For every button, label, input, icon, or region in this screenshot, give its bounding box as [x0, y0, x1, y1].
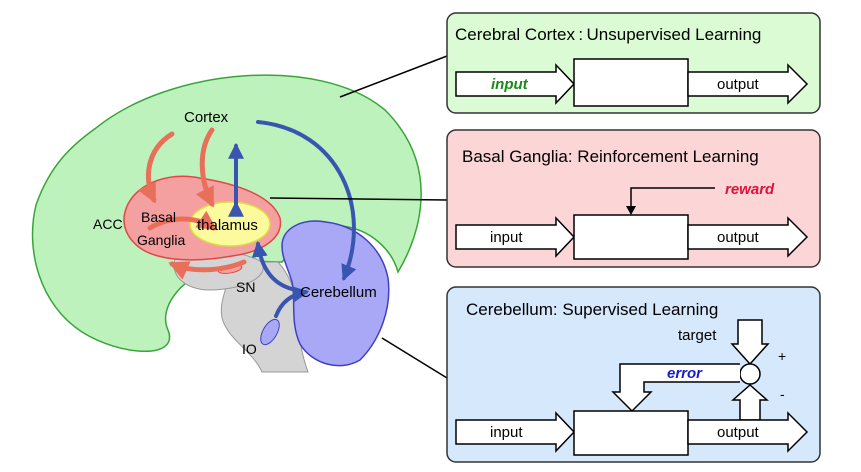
reward-signal-line	[630, 187, 715, 208]
cerebellum-panel-title: Cerebellum: Supervised Learning	[466, 300, 718, 319]
target-arrow	[730, 319, 770, 366]
basal-ganglia-input-label: input	[490, 229, 523, 246]
cortex-to-thalamus-red-arrow	[195, 127, 215, 208]
panel-connector-lines	[269, 55, 448, 379]
io-to-cerebellum-arrow	[274, 286, 310, 318]
cortex-label: Cortex	[184, 109, 229, 126]
reward-arrowhead	[626, 206, 636, 215]
reward-label: reward	[725, 181, 775, 198]
cerebellum-input-arrow	[455, 411, 576, 453]
cerebellum-learner-box	[573, 410, 689, 456]
cortex-panel-title: Cerebral Cortex : Unsupervised Learning	[455, 25, 761, 44]
cerebellum-output-label: output	[717, 424, 760, 441]
minus-label: -	[780, 386, 785, 402]
cerebellum-to-thalamus-arrow	[251, 240, 298, 292]
cortex-to-basal-ganglia-arrow	[137, 131, 175, 204]
sn-to-basal-ganglia-arrow	[168, 259, 247, 280]
cortex-input-arrow	[455, 63, 576, 105]
cerebellar-pathway-arrows	[228, 120, 357, 318]
brain-illustration: Cortex ACC Basal Ganglia thalamus SN Cer…	[31, 74, 422, 373]
cortex-to-cerebellum-arrow	[256, 120, 357, 281]
thalamus-label: thalamus	[197, 217, 258, 234]
cortex-input-label: input	[491, 76, 529, 93]
cortex-panel: Cerebral Cortex : Unsupervised Learning …	[446, 12, 821, 114]
cerebellum-label: Cerebellum	[300, 284, 377, 301]
basal-ganglia-connector	[269, 197, 448, 201]
basal-ganglia-input-arrow	[455, 216, 576, 258]
basal-ganglia-learner-box	[573, 214, 689, 260]
basal-ganglia-label-line2: Ganglia	[137, 232, 185, 248]
sn-label: SN	[236, 279, 255, 295]
io-label: IO	[242, 341, 257, 357]
cortex-output-label: output	[717, 76, 760, 93]
basal-ganglia-panel: Basal Ganglia: Reinforcement Learning re…	[446, 129, 821, 268]
comparator-circle	[739, 363, 761, 385]
basal-ganglia-output-label: output	[717, 229, 760, 246]
basal-ganglia-pathway-arrows	[137, 127, 247, 280]
basal-ganglia-label-line1: Basal	[141, 209, 176, 225]
plus-label: +	[778, 348, 786, 364]
cerebellum-panel: Cerebellum: Supervised Learning target +…	[446, 286, 821, 463]
cortex-connector	[339, 55, 448, 98]
basal-ganglia-panel-title: Basal Ganglia: Reinforcement Learning	[462, 147, 759, 166]
target-label: target	[678, 327, 717, 344]
cortex-output-arrow	[687, 63, 809, 105]
basal-ganglia-output-arrow	[687, 216, 809, 258]
error-label: error	[667, 365, 703, 382]
basal-ganglia-to-thalamus-arrow	[147, 210, 218, 231]
cerebellum-region	[281, 220, 390, 367]
acc-label: ACC	[93, 216, 123, 232]
inferior-olive-region	[260, 318, 280, 346]
output-feedback-arrow	[731, 383, 769, 421]
cerebellum-input-label: input	[490, 424, 523, 441]
cerebellum-output-arrow	[687, 411, 809, 453]
cortex-learner-box	[573, 58, 689, 107]
cerebellum-connector	[381, 337, 448, 379]
